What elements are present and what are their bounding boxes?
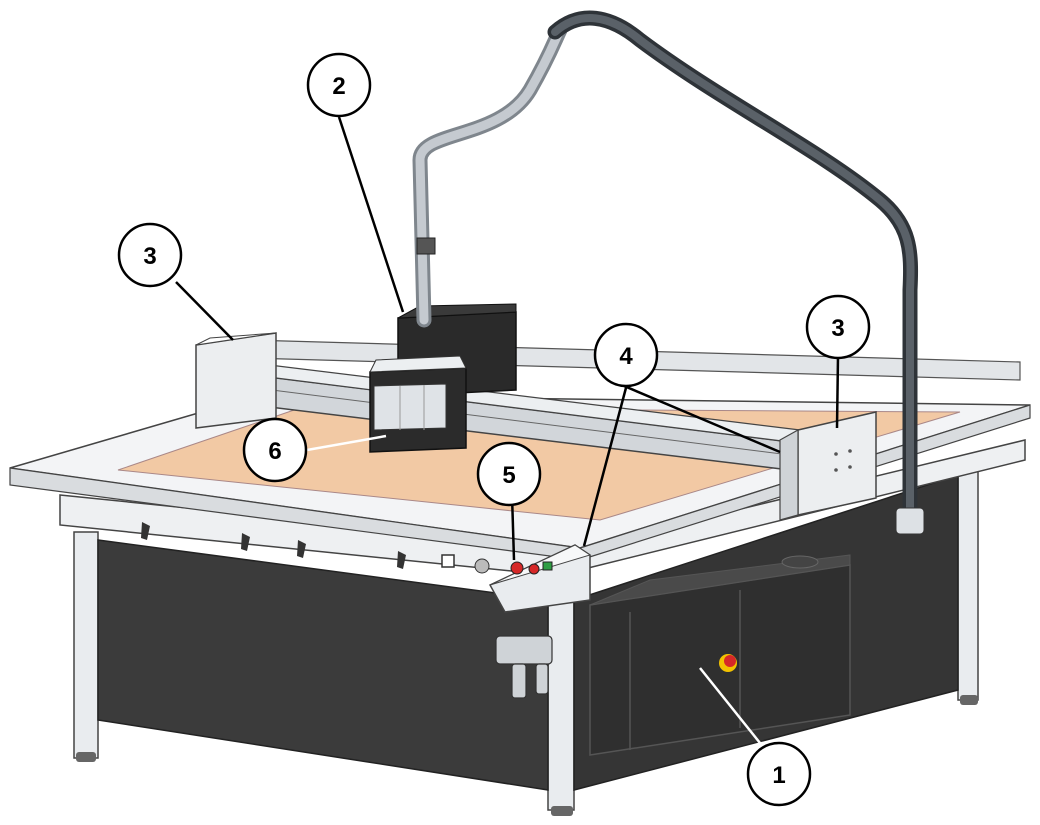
callout-3b-label: 3 — [831, 315, 844, 342]
callout-labels: 2 3 3 4 5 6 1 — [143, 73, 844, 789]
leg-feet — [76, 695, 978, 816]
callout-3a-label: 3 — [143, 243, 156, 270]
leg-front-right — [547, 599, 575, 811]
carriage-left — [195, 332, 277, 429]
air-regulator — [495, 635, 553, 699]
switch-icon — [441, 554, 455, 568]
hose-nozzle — [895, 507, 925, 535]
callout-2-circle — [306, 52, 372, 118]
carriage-right — [779, 411, 877, 521]
gauge-icon — [474, 558, 490, 574]
callout-3b-circle — [805, 294, 871, 360]
callout-1-label: 1 — [772, 762, 785, 789]
callout-2-label: 2 — [332, 73, 345, 100]
callout-3a-circle — [117, 222, 183, 288]
light-hose — [412, 22, 568, 328]
hose-coupling — [416, 237, 436, 255]
callout-6-label: 6 — [268, 438, 281, 465]
red-button-icon — [528, 563, 540, 575]
callout-circles — [117, 52, 871, 807]
electrical-cabinet — [589, 554, 851, 756]
clamp-knobs — [141, 522, 406, 569]
callout-4-circle — [593, 322, 659, 388]
callout-5-circle — [476, 441, 542, 507]
emergency-stop-icon — [510, 561, 524, 575]
control-panel — [488, 544, 592, 613]
dark-hose — [547, 10, 919, 518]
callout-4-label: 4 — [619, 343, 633, 370]
leader-lines-white — [306, 434, 765, 749]
callout-1-circle — [746, 741, 812, 807]
leg-back-right — [957, 469, 979, 701]
callout-5-label: 5 — [502, 462, 515, 489]
tool-housing — [369, 355, 467, 453]
leg-front-left — [73, 531, 99, 759]
callout-6-circle — [242, 417, 308, 483]
leader-lines — [175, 116, 840, 561]
green-button-icon — [542, 561, 553, 571]
